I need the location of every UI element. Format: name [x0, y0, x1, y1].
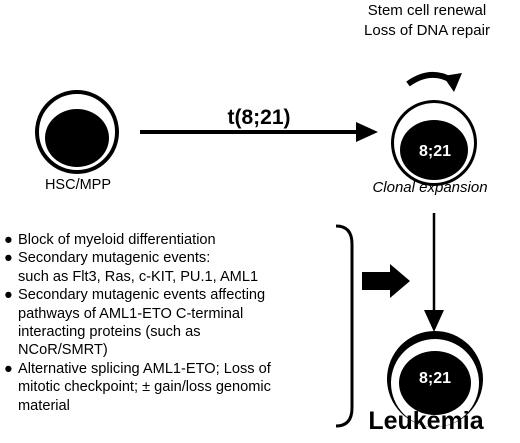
event-line: pathways of AML1-ETO C-terminal — [4, 305, 339, 323]
renewal-label: Stem cell renewal Loss of DNA repair — [338, 1, 516, 41]
bullet-icon: ● — [4, 232, 13, 248]
bullet-icon: ● — [4, 287, 13, 304]
event-line: mitotic checkpoint; ± gain/loss genomic — [4, 378, 339, 396]
leukemia-cell — [387, 331, 483, 427]
event-text: Block of myeloid differentiation — [18, 232, 216, 248]
leukemia-label: Leukemia — [368, 407, 484, 435]
secondary-events-list: ● Block of myeloid differentiation ● Secon… — [4, 231, 339, 415]
self-renewal-arrow — [406, 71, 462, 92]
bullet-icon: ● — [4, 250, 13, 267]
translocation-arrow — [140, 122, 378, 142]
leukemia-nucleus-label: 8;21 — [418, 370, 452, 387]
event-text: Alternative splicing AML1-ETO; Loss of — [18, 360, 271, 377]
event-line: interacting proteins (such as — [4, 323, 339, 341]
event-text: mitotic checkpoint; ± gain/loss genomic — [18, 379, 271, 396]
event-text: interacting proteins (such as — [18, 324, 201, 341]
event-line: ● Block of myeloid differentiation — [4, 231, 339, 249]
event-text: Secondary mutagenic events affecting — [18, 287, 266, 304]
hsc-cell — [35, 90, 119, 174]
event-text: Secondary mutagenic events: — [18, 250, 211, 267]
event-line: ● Alternative splicing AML1-ETO; Loss of — [4, 360, 339, 378]
clonal-expansion-label: Clonal expansion — [372, 179, 488, 196]
event-text: such as Flt3, Ras, c-KIT, PU.1, AML1 — [18, 268, 259, 285]
renewal-line-2: Loss of DNA repair — [364, 22, 490, 39]
clone-nucleus-label: 8;21 — [418, 143, 452, 160]
bullet-icon: ● — [4, 360, 13, 377]
event-line: such as Flt3, Ras, c-KIT, PU.1, AML1 — [4, 268, 339, 286]
event-text: material — [18, 397, 70, 414]
hsc-label: HSC/MPP — [44, 177, 112, 193]
translocation-label: t(8;21) — [227, 106, 291, 129]
event-line: ● Secondary mutagenic events: — [4, 249, 339, 267]
clone-cell — [391, 100, 477, 186]
events-bracket — [335, 224, 354, 428]
event-text: NCoR/SMRT) — [18, 342, 108, 359]
event-line: NCoR/SMRT) — [4, 341, 339, 359]
event-line: ● Secondary mutagenic events affecting — [4, 286, 339, 304]
renewal-line-1: Stem cell renewal — [367, 2, 487, 19]
event-line: material — [4, 397, 339, 415]
contribution-arrow — [362, 264, 410, 298]
progression-arrow — [424, 213, 444, 332]
event-text: pathways of AML1-ETO C-terminal — [18, 305, 244, 322]
